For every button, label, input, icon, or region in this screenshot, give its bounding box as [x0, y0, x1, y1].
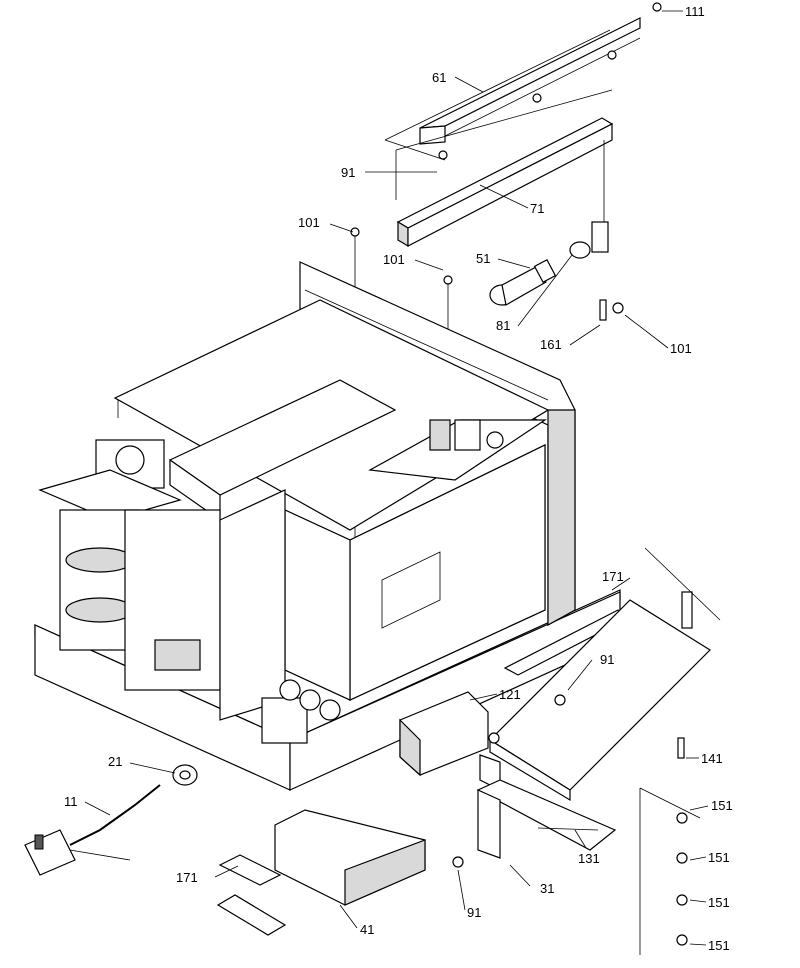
callout-11: 11	[64, 794, 78, 809]
callout-101: 101	[298, 215, 320, 230]
callout-111: 111	[685, 4, 705, 19]
lamp-bulb-51	[489, 258, 557, 306]
fan-motor	[38, 439, 182, 521]
callout-81: 81	[496, 318, 510, 333]
control-board	[368, 419, 547, 481]
callout-171: 171	[176, 870, 198, 885]
callout-151: 151	[711, 798, 733, 813]
callout-41: 41	[360, 922, 374, 937]
power-cord-11	[24, 784, 161, 876]
callout-61: 61	[432, 70, 446, 85]
bracket-41	[274, 809, 426, 906]
callout-151: 151	[708, 895, 730, 910]
rail-screws	[438, 2, 662, 160]
capacitor-assembly	[261, 679, 341, 744]
lower-bracket-31	[476, 779, 617, 859]
callout-171: 171	[602, 569, 624, 584]
callout-labels: 111 61 91 71 101 101 51 81 161 101 171 9…	[64, 4, 733, 953]
callout-151: 151	[708, 850, 730, 865]
noise-filter-121	[399, 691, 489, 777]
callout-161: 161	[540, 337, 562, 352]
callout-91: 91	[341, 165, 355, 180]
front-rail-71	[395, 89, 614, 248]
gasket-strip-171a	[503, 547, 721, 676]
callout-101: 101	[383, 252, 405, 267]
callout-31: 31	[540, 881, 554, 896]
callout-51: 51	[476, 251, 490, 266]
callout-151: 151	[708, 938, 730, 953]
callout-141: 141	[701, 751, 723, 766]
hinge-pins-151	[639, 787, 701, 955]
misc-screws	[452, 694, 685, 868]
callout-131: 131	[578, 851, 600, 866]
leader-lines	[84, 10, 709, 946]
callout-91: 91	[467, 905, 481, 920]
bottom-bracket	[479, 599, 711, 802]
magnetron-housing	[124, 379, 397, 721]
callout-21: 21	[108, 754, 122, 769]
callout-121: 121	[499, 687, 521, 702]
ferrite-core-21	[172, 764, 198, 786]
cavity-box	[284, 444, 546, 701]
foam-strips-171b	[216, 854, 287, 936]
callout-101: 101	[670, 341, 692, 356]
callout-71: 71	[530, 201, 544, 216]
callout-91: 91	[600, 652, 614, 667]
lamp-holder-81	[569, 140, 609, 259]
